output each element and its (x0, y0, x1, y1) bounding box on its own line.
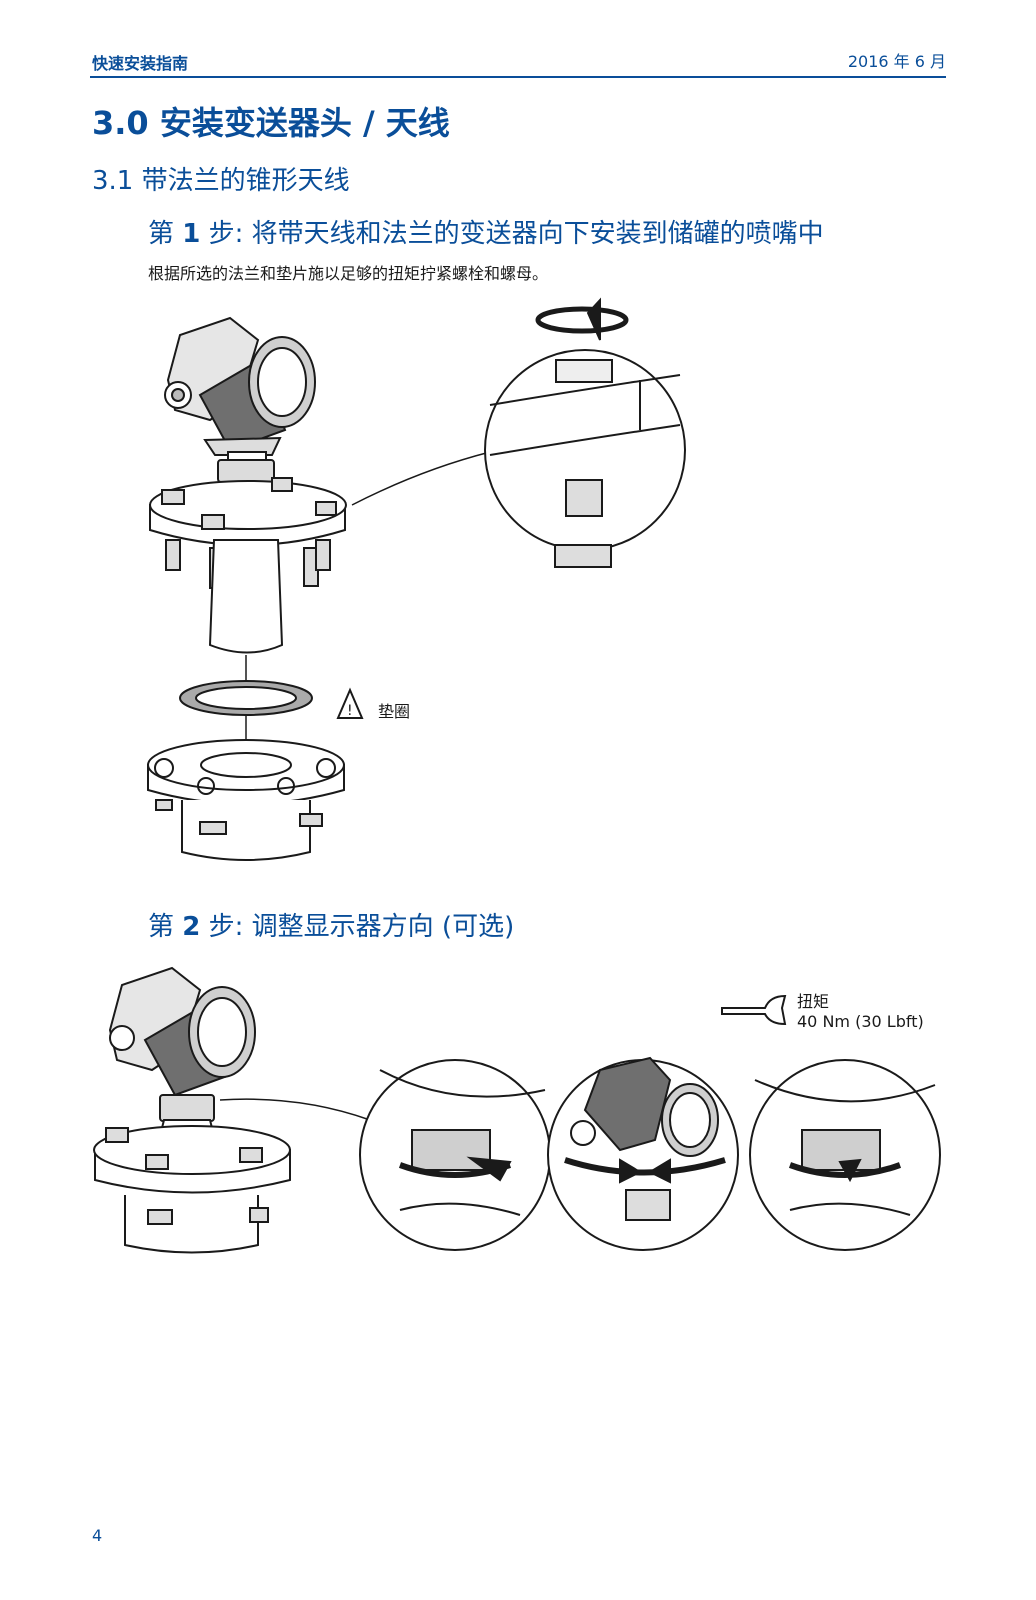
rotate-arrow-icon (535, 306, 629, 334)
torque-value: 40 Nm (30 Lbft) (797, 1012, 924, 1031)
warning-icon: ! (336, 687, 364, 719)
step1-number: 1 (182, 219, 201, 249)
header-doc-title: 快速安装指南 (92, 54, 189, 73)
tank-nozzle (147, 739, 345, 861)
step2-title: 调整显示器方向 (可选) (251, 912, 515, 942)
step2-number: 2 (182, 912, 201, 942)
step1-title: 将带天线和法兰的变送器向下安装到储罐的喷嘴中 (251, 219, 824, 249)
step1-description: 根据所选的法兰和垫片施以足够的扭矩拧紧螺栓和螺母。 (148, 264, 549, 283)
flange-upper (149, 477, 347, 589)
page-number: 4 (92, 1526, 103, 1545)
step1-heading: 第 1 步: 将带天线和法兰的变送器向下安装到储罐的喷嘴中 (148, 213, 824, 250)
step1-suffix: 步: (208, 219, 244, 249)
gasket-label: 垫圈 (378, 702, 411, 721)
step2-suffix: 步: (208, 912, 244, 942)
transmitter-head (164, 316, 316, 521)
cone-antenna (208, 539, 284, 654)
svg-text:!: ! (347, 703, 353, 719)
torque-title: 扭矩 (797, 992, 830, 1011)
section-subtitle: 3.1 带法兰的锥形天线 (92, 166, 350, 196)
header-rule (90, 76, 946, 78)
section-title: 3.0 安装变送器头 / 天线 (92, 104, 450, 142)
step1-prefix: 第 (148, 219, 175, 249)
header-date: 2016 年 6 月 (847, 52, 946, 71)
torque-label: 扭矩 40 Nm (30 Lbft) (797, 992, 924, 1032)
step2-heading: 第 2 步: 调整显示器方向 (可选) (148, 906, 514, 943)
step2-prefix: 第 (148, 912, 175, 942)
